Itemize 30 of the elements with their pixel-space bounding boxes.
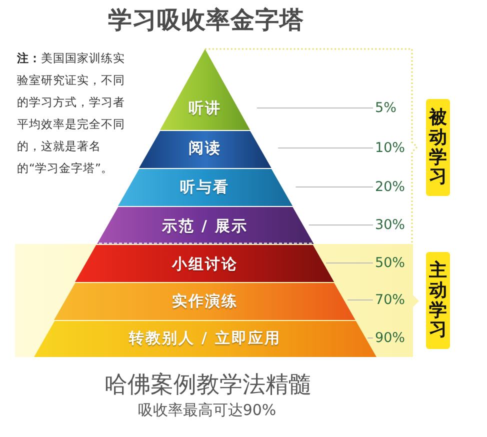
subtitle: 哈佛案例教学法精髓 [104,371,312,399]
title: 学习吸收率金字塔 [108,6,304,34]
level-label: 听与看 [180,178,230,196]
percentage-value: 5% [375,100,396,116]
learning-type-tag: 主动学习 [426,252,450,350]
leader-line [308,224,374,226]
absorption-note: 吸收率最高可达90% [138,400,276,420]
percentage-value: 10% [375,140,406,156]
level-label: 小组讨论 [172,255,238,273]
level-label: 转教别人 / 立即应用 [128,329,282,347]
percentage-value: 30% [375,217,406,233]
pyramid-level [34,320,376,357]
percentage-value: 50% [375,255,406,271]
pyramid-level [160,49,250,130]
level-label: 实作演练 [172,292,238,310]
pyramid-level [96,206,314,244]
pyramid-level [54,282,356,320]
leader-line [325,262,374,264]
level-label: 听讲 [188,99,222,117]
pyramid-level [118,168,292,206]
percentage-value: 90% [375,330,406,346]
learning-type-tag: 被动学习 [426,99,450,196]
percentage-value: 20% [375,179,406,195]
level-label: 阅读 [188,139,222,157]
leader-line [295,186,374,188]
percentage-value: 70% [375,292,406,308]
note-text: 注：美国国家训练实验室研究证实，不同的学习方式，学习者平均效率是完全不同的，这就是著名的“学习金字塔”。 [17,50,126,177]
pyramid-level [138,130,272,168]
level-label: 示范 / 展示 [162,217,248,235]
pyramid-level [75,244,335,282]
